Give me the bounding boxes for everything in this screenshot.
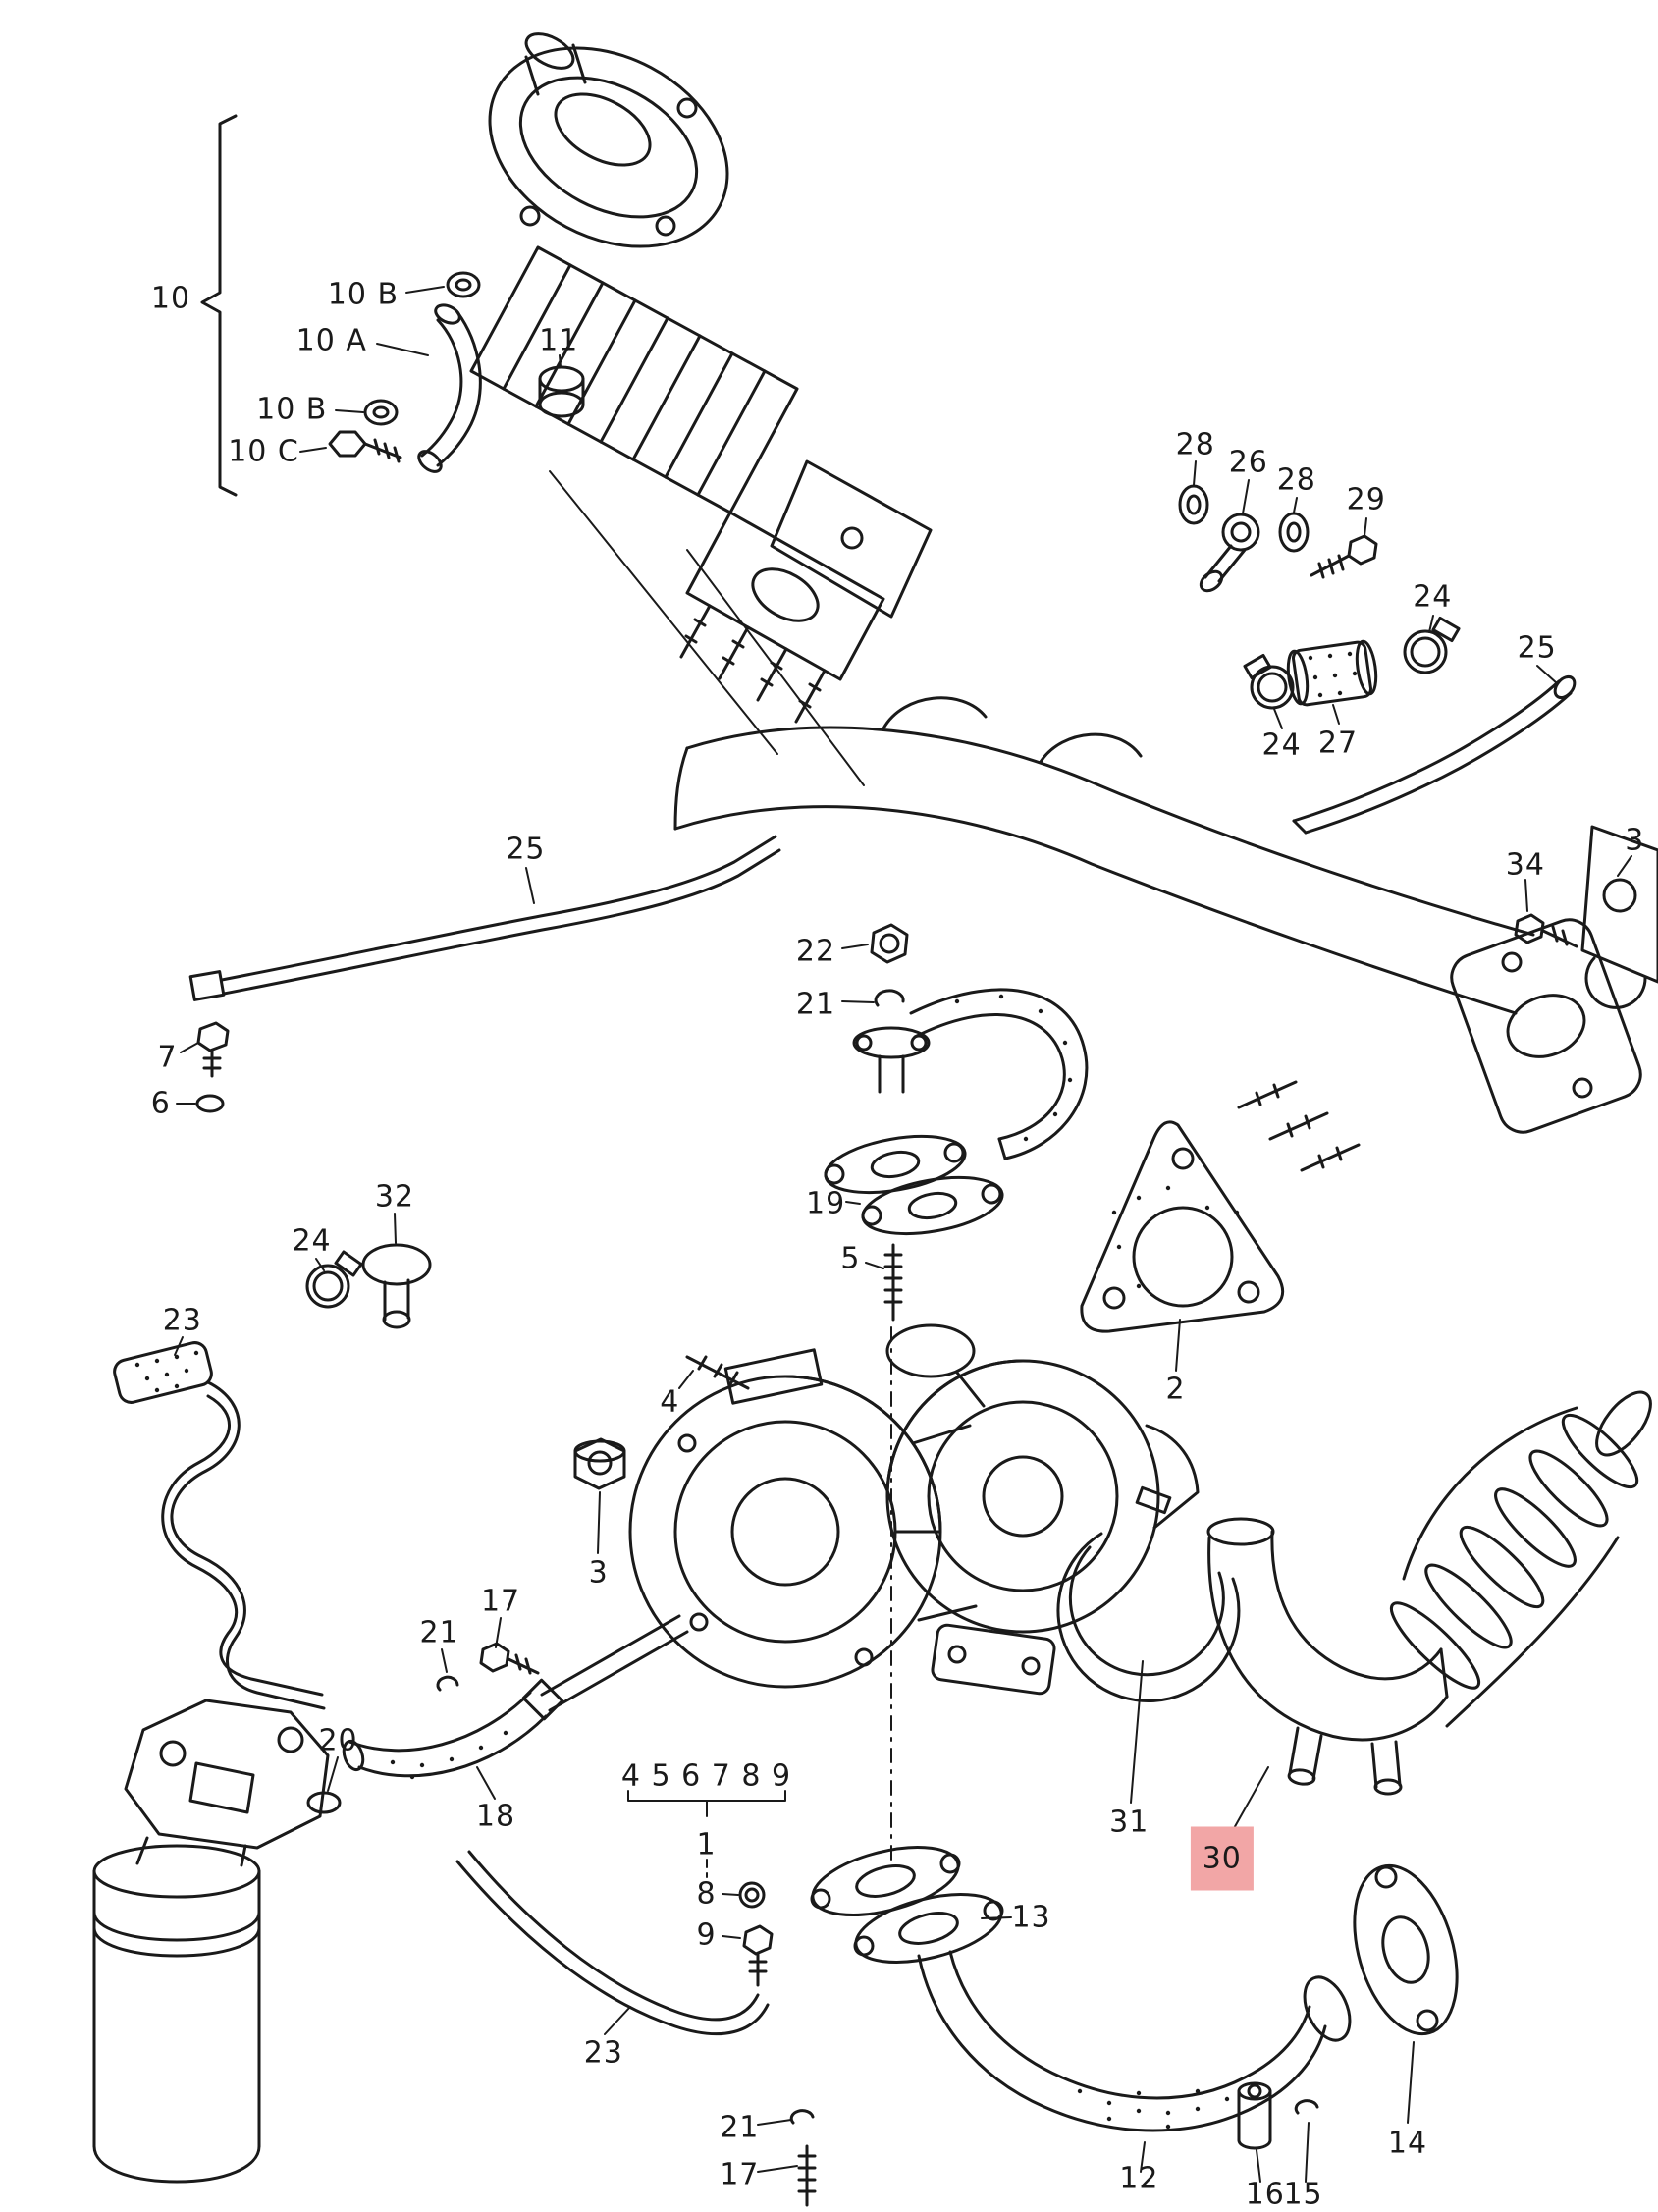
part-callout-10A: 10 A (295, 323, 367, 358)
part-callout-3: 3 (588, 1555, 609, 1591)
turbocharger (628, 1323, 1200, 1696)
part-callout-21: 21 (720, 2110, 760, 2145)
part-callout-10B: 10 B (327, 277, 400, 312)
group-brace-1 (627, 1790, 786, 1878)
part-callout-14: 14 (1387, 2126, 1428, 2161)
banjo-bolt-10c (299, 430, 402, 463)
part-callout-17: 17 (720, 2157, 760, 2192)
part-callout-34: 34 (1505, 847, 1545, 883)
part-callout-13: 13 (1011, 1900, 1051, 1935)
hose-clamp-24-left (305, 1250, 363, 1309)
banjo-bolt-9 (722, 1924, 774, 1987)
part-callout-24: 24 (1261, 728, 1302, 763)
part-callout-21: 21 (419, 1615, 459, 1650)
washer-21-upper (841, 989, 905, 1007)
bolt-16 (1237, 2081, 1272, 2183)
nut-3-centre (573, 1437, 626, 1554)
part-callout-16: 16 (1245, 2177, 1285, 2212)
part-callout-25: 25 (506, 832, 546, 867)
part-callout-17: 17 (480, 1584, 521, 1619)
part-callout-22: 22 (795, 934, 836, 969)
part-callout-21: 21 (795, 987, 836, 1022)
grommet-11 (538, 354, 585, 418)
bracket-group-10 (200, 114, 238, 497)
part-callout-24: 24 (1413, 579, 1453, 615)
hose-27 (1286, 639, 1378, 725)
hose-23-bottom (455, 1850, 770, 2036)
part-callout-2: 2 (1165, 1372, 1186, 1407)
part-callout-27: 27 (1317, 726, 1359, 761)
vent-hose-23-left (113, 1336, 326, 1710)
washer-21-bottom (757, 2109, 815, 2126)
union-7 (180, 1021, 230, 1078)
hose-10a (376, 303, 482, 473)
part-callout-31: 31 (1109, 1805, 1150, 1840)
bolt-29 (1310, 517, 1378, 579)
bolt-17-upper (479, 1617, 540, 1675)
part-callout-10: 10 (150, 281, 191, 316)
part-callout-6: 6 (150, 1086, 171, 1121)
part-callout-4: 4 (660, 1384, 680, 1420)
part-callout-28: 28 (1276, 462, 1316, 498)
part-callout-24: 24 (292, 1223, 332, 1259)
washer-15 (1294, 2099, 1319, 2183)
oil-supply-line-19 (824, 988, 1089, 1235)
part-callout-25: 25 (1517, 630, 1557, 666)
washer-28-left (1178, 460, 1209, 525)
texture-dots (134, 651, 1358, 2130)
part-callout-9: 9 (696, 1917, 717, 1953)
part-callout-456789: 4 5 6 7 8 9 (620, 1758, 792, 1794)
hose-18 (342, 1614, 689, 1800)
part-callout-12: 12 (1119, 2161, 1159, 2196)
v-band-clamp-31 (1056, 1485, 1241, 1804)
stud-17-bottom (757, 2144, 817, 2207)
washer-21-left (436, 1648, 459, 1692)
part-callout-1: 1 (696, 1827, 717, 1862)
part-callout-19: 19 (806, 1186, 846, 1221)
part-callout-23: 23 (162, 1303, 202, 1338)
part-callout-29: 29 (1346, 482, 1386, 517)
hose-clamp-24-upper (1403, 615, 1461, 674)
part-callout-10B: 10 B (256, 392, 328, 427)
banjo-union-26 (1199, 479, 1260, 593)
part-callout-10C: 10 C (228, 434, 299, 469)
part-callout-11: 11 (539, 323, 579, 358)
washer-28-right (1278, 497, 1310, 553)
air-pump-assembly (469, 32, 933, 786)
intake-elbow-30 (1206, 1517, 1449, 1831)
part-callout-32: 32 (374, 1179, 415, 1214)
part-callout-28: 28 (1175, 427, 1215, 462)
pipe-25-right (1292, 665, 1577, 835)
oil-filter-assembly (92, 1699, 342, 2184)
part-callout-3: 3 (1625, 823, 1645, 858)
sealing-ring-10b-lower (335, 399, 399, 426)
bolt-34 (1514, 879, 1578, 948)
pipe-25-left (188, 835, 781, 1001)
part-callout-18: 18 (475, 1799, 516, 1834)
corrugated-hose (1389, 1390, 1652, 1728)
nut-22 (841, 923, 909, 964)
hose-clamp-24-lower (1243, 653, 1295, 729)
bracket-3-right (1580, 825, 1658, 1009)
oil-return-pipe-12 (917, 1950, 1352, 2173)
exhaust-manifold (673, 696, 1642, 1172)
stud-4 (678, 1355, 750, 1390)
part-callout-15: 15 (1283, 2177, 1323, 2212)
part-callout-5: 5 (840, 1241, 861, 1276)
gasket-2 (1080, 1120, 1285, 1372)
part-callout-20: 20 (318, 1723, 358, 1758)
part-callout-8: 8 (696, 1876, 717, 1912)
o-ring-6 (176, 1094, 225, 1113)
gasket-13 (810, 1846, 1012, 1964)
part-callout-23: 23 (583, 2035, 623, 2071)
sealing-ring-10b-upper (405, 271, 481, 298)
part-callout-30: 30 (1190, 1826, 1254, 1891)
plug-32 (361, 1213, 432, 1329)
o-ring-8 (722, 1881, 766, 1909)
part-callout-26: 26 (1228, 445, 1268, 480)
flange-14 (1353, 1863, 1459, 2124)
part-callout-7: 7 (157, 1040, 178, 1075)
